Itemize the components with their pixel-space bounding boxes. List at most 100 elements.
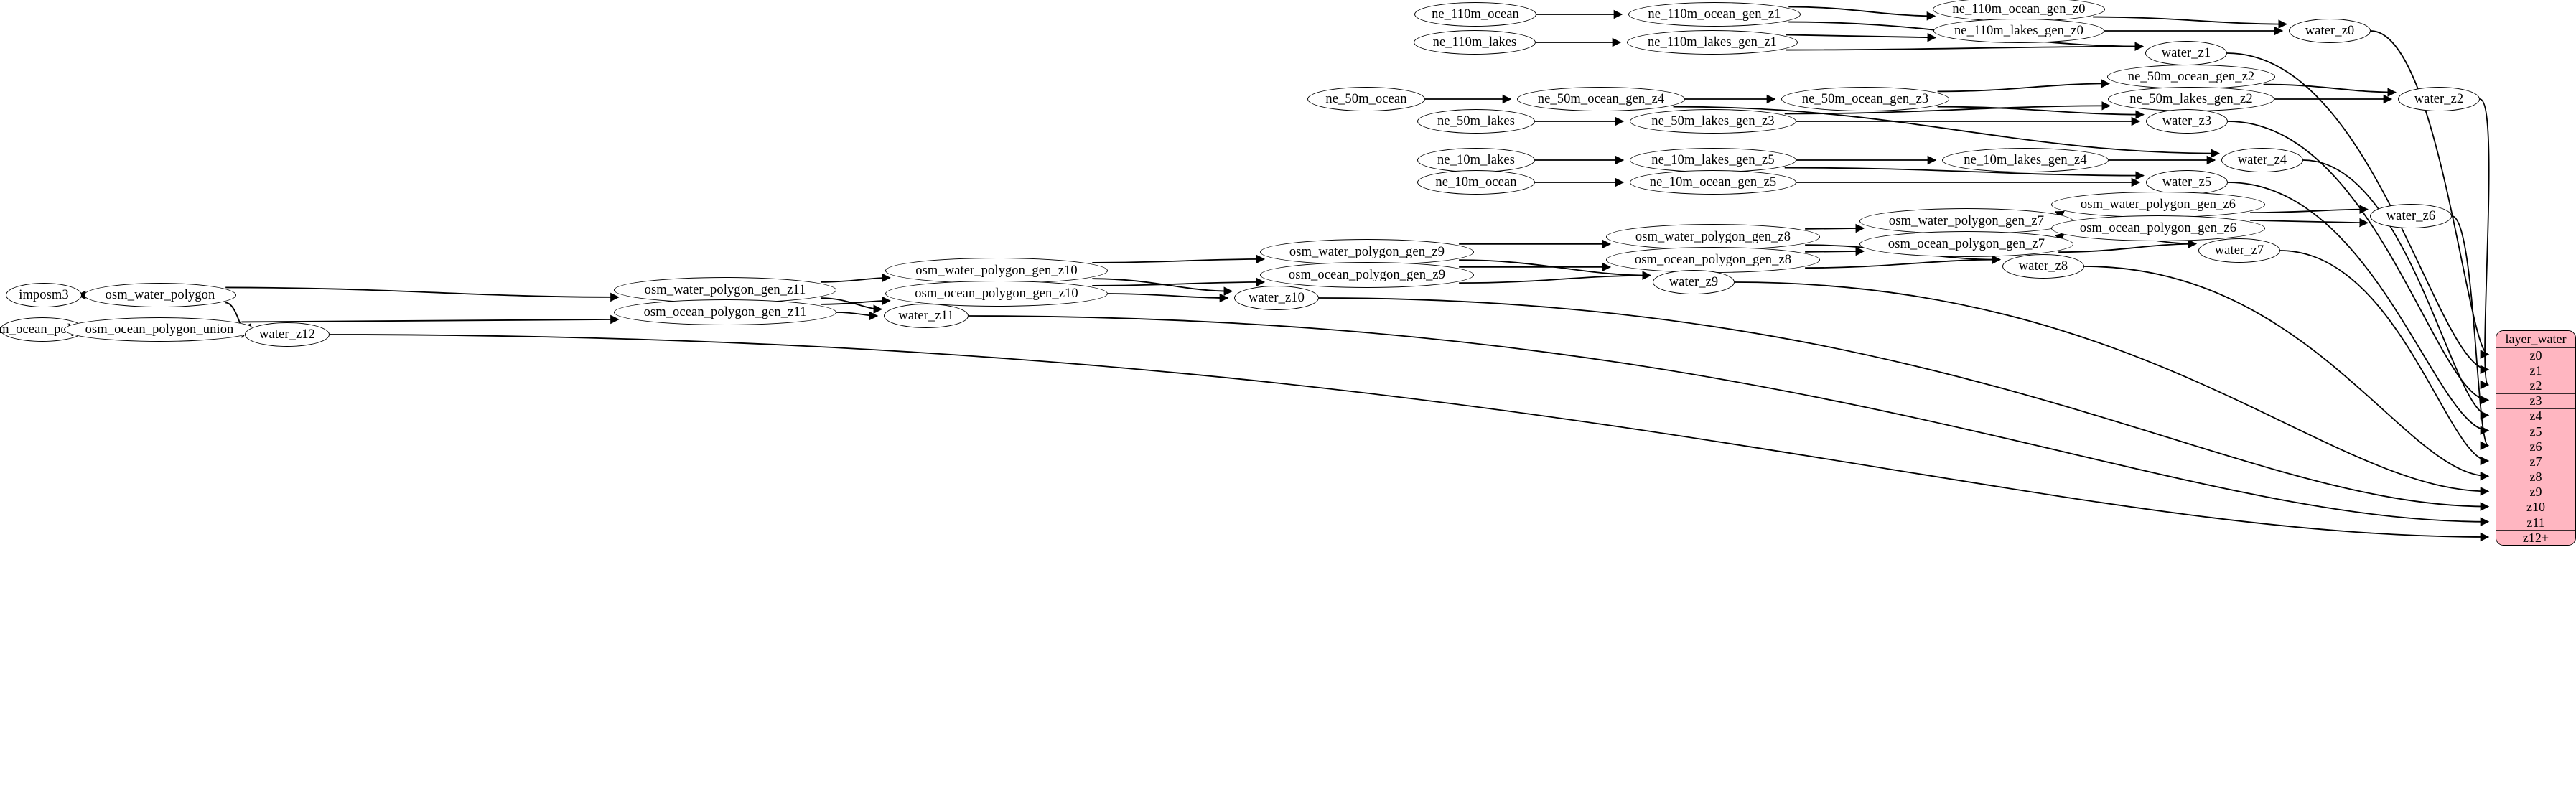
graph-node-osm_water_polygon_gen_z11[interactable]: osm_water_polygon_gen_z11 bbox=[614, 277, 836, 303]
graph-node-water_z0[interactable]: water_z0 bbox=[2289, 19, 2371, 43]
graph-node-osm_ocean_polygon_gen_z6[interactable]: osm_ocean_polygon_gen_z6 bbox=[2051, 215, 2265, 241]
graph-node-osm_ocean_polygon_gen_z10[interactable]: osm_ocean_polygon_gen_z10 bbox=[885, 281, 1108, 307]
layer-table-row-z7[interactable]: z7 bbox=[2496, 454, 2575, 470]
graph-node-ne_10m_ocean_gen_z5[interactable]: ne_10m_ocean_gen_z5 bbox=[1630, 170, 1796, 195]
graph-node-imposm3[interactable]: imposm3 bbox=[6, 283, 82, 307]
graph-node-ne_110m_lakes_gen_z0[interactable]: ne_110m_lakes_gen_z0 bbox=[1933, 19, 2104, 43]
graph-node-ne_110m_ocean[interactable]: ne_110m_ocean bbox=[1414, 2, 1536, 27]
graph-edge-ne_10m_lakes_gen_z5-to-water_z5 bbox=[1784, 167, 2145, 180]
layer-table-row-z2[interactable]: z2 bbox=[2496, 378, 2575, 393]
graph-node-water_z7[interactable]: water_z7 bbox=[2198, 238, 2280, 263]
graph-edge-osm_ocean_polygon_gen_z10-to-water_z10 bbox=[1107, 293, 1229, 303]
graph-edge-ne_50m_ocean_gen_z3-to-ne_50m_ocean_gen_z2 bbox=[1937, 79, 2110, 93]
graph-node-ne_10m_lakes_gen_z5[interactable]: ne_10m_lakes_gen_z5 bbox=[1630, 148, 1796, 172]
layer-table-row-z1[interactable]: z1 bbox=[2496, 363, 2575, 378]
graph-node-ne_10m_ocean[interactable]: ne_10m_ocean bbox=[1417, 170, 1535, 195]
graph-node-osm_water_polygon_gen_z10[interactable]: osm_water_polygon_gen_z10 bbox=[885, 258, 1108, 284]
graph-node-osm_ocean_polygon_gen_z8[interactable]: osm_ocean_polygon_gen_z8 bbox=[1606, 247, 1820, 273]
graph-node-water_z9[interactable]: water_z9 bbox=[1653, 270, 1735, 294]
graph-edge-ne_50m_ocean_gen_z4-to-water_z4 bbox=[1673, 106, 2220, 158]
graph-edge-osm_ocean_polygon_gen_z10-to-osm_ocean_polygon_gen_z9 bbox=[1092, 277, 1266, 287]
layer-table-row-z8[interactable]: z8 bbox=[2496, 469, 2575, 485]
graph-edge-water_z11-to-layer_water_z11 bbox=[968, 315, 2490, 527]
layer-table-row-z3[interactable]: z3 bbox=[2496, 393, 2575, 408]
layer-table-row-z0[interactable]: z0 bbox=[2496, 347, 2575, 363]
layer-table-row-z5[interactable]: z5 bbox=[2496, 423, 2575, 439]
layer-table-row-z10[interactable]: z10 bbox=[2496, 499, 2575, 515]
graph-node-water_z5[interactable]: water_z5 bbox=[2146, 170, 2228, 195]
graph-edge-water_z2-to-layer_water_z2 bbox=[2479, 98, 2490, 390]
graph-edge-ne_50m_ocean_gen_z3-to-water_z3 bbox=[1937, 106, 2145, 119]
graph-node-osm_ocean_polygon_gen_z9[interactable]: osm_ocean_polygon_gen_z9 bbox=[1260, 262, 1474, 288]
graph-edge-osm_ocean_polygon_gen_z7-to-osm_ocean_polygon_gen_z6 bbox=[2054, 233, 2065, 242]
layer-table-row-z9[interactable]: z9 bbox=[2496, 484, 2575, 500]
graph-node-ne_10m_lakes_gen_z4[interactable]: ne_10m_lakes_gen_z4 bbox=[1942, 148, 2109, 172]
graph-edge-osm_ocean_polygon_gen_z8-to-water_z8 bbox=[1805, 255, 2001, 269]
graph-edge-osm_ocean_polygon_gen_z11-to-osm_ocean_polygon_gen_z10 bbox=[821, 296, 891, 306]
graph-node-osm_ocean_polygon_gen_z11[interactable]: osm_ocean_polygon_gen_z11 bbox=[614, 299, 836, 325]
graph-edge-water_z8-to-layer_water_z8 bbox=[2083, 266, 2490, 481]
graph-node-osm_water_polygon_gen_z9[interactable]: osm_water_polygon_gen_z9 bbox=[1260, 239, 1474, 265]
graph-node-water_z8[interactable]: water_z8 bbox=[2002, 254, 2084, 279]
graph-node-ne_110m_lakes_gen_z1[interactable]: ne_110m_lakes_gen_z1 bbox=[1627, 30, 1798, 55]
graph-edge-ne_50m_lakes_gen_z3-to-ne_50m_lakes_gen_z2 bbox=[1784, 101, 2111, 115]
layer-table-header: layer_water bbox=[2496, 331, 2575, 347]
graph-node-ne_50m_lakes[interactable]: ne_50m_lakes bbox=[1417, 109, 1535, 134]
graph-node-water_z2[interactable]: water_z2 bbox=[2398, 87, 2480, 111]
graph-node-ne_50m_ocean_gen_z3[interactable]: ne_50m_ocean_gen_z3 bbox=[1781, 87, 1949, 111]
graph-edge-ne_110m_lakes_gen_z1-to-ne_110m_lakes_gen_z0 bbox=[1786, 32, 1937, 42]
graph-edge-ne_110m_lakes_gen_z1-to-water_z1 bbox=[1786, 42, 2144, 51]
graph-edge-water_z9-to-layer_water_z9 bbox=[1734, 281, 2490, 496]
graph-edge-osm_water_polygon-to-osm_water_polygon_gen_z11 bbox=[225, 286, 620, 302]
graph-node-ne_50m_ocean_gen_z2[interactable]: ne_50m_ocean_gen_z2 bbox=[2107, 65, 2275, 89]
graph-node-osm_water_polygon_gen_z6[interactable]: osm_water_polygon_gen_z6 bbox=[2051, 192, 2265, 218]
graph-edge-osm_water_polygon_gen_z7-to-osm_water_polygon_gen_z6 bbox=[2054, 210, 2065, 220]
graph-node-water_z3[interactable]: water_z3 bbox=[2146, 109, 2228, 134]
graph-node-water_z6[interactable]: water_z6 bbox=[2370, 204, 2452, 228]
graph-node-osm_ocean_polygon_gen_z7[interactable]: osm_ocean_polygon_gen_z7 bbox=[1859, 231, 2073, 257]
graph-edge-osm_ocean_polygon_gen_z7-to-water_z7 bbox=[2058, 239, 2197, 253]
graph-edge-osm_water_polygon_gen_z6-to-water_z6 bbox=[2250, 205, 2369, 214]
graph-node-ne_110m_lakes[interactable]: ne_110m_lakes bbox=[1414, 30, 1536, 55]
graph-node-ne_50m_lakes_gen_z2[interactable]: ne_50m_lakes_gen_z2 bbox=[2108, 87, 2274, 111]
graph-edge-water_z3-to-layer_water_z3 bbox=[2227, 121, 2490, 405]
graph-edge-water_z12-to-layer_water_z12plus bbox=[329, 334, 2490, 542]
graph-node-ne_50m_ocean[interactable]: ne_50m_ocean bbox=[1307, 87, 1425, 111]
graph-node-water_z11[interactable]: water_z11 bbox=[884, 304, 969, 328]
graph-node-ne_110m_ocean_gen_z1[interactable]: ne_110m_ocean_gen_z1 bbox=[1628, 2, 1801, 27]
layer-table-row-z4[interactable]: z4 bbox=[2496, 408, 2575, 424]
graph-edge-osm_ocean_polygon_gen_z6-to-water_z6 bbox=[2250, 218, 2369, 228]
layer-table-row-z12plus[interactable]: z12+ bbox=[2496, 530, 2575, 546]
graph-node-water_z1[interactable]: water_z1 bbox=[2145, 41, 2227, 65]
graph-edge-water_z7-to-layer_water_z7 bbox=[2279, 250, 2490, 466]
graph-edge-water_z4-to-layer_water_z4 bbox=[2302, 159, 2490, 420]
graph-edge-osm_ocean_polygon_gen_z11-to-water_z11 bbox=[836, 311, 879, 321]
graph-node-osm_water_polygon_gen_z7[interactable]: osm_water_polygon_gen_z7 bbox=[1859, 208, 2073, 234]
graph-node-water_z12[interactable]: water_z12 bbox=[245, 322, 330, 347]
graph-edge-osm_ocean_polygon_gen_z9-to-water_z9 bbox=[1459, 271, 1651, 284]
graph-edge-ne_110m_ocean_gen_z1-to-ne_110m_ocean_gen_z0 bbox=[1788, 6, 1936, 21]
graph-edge-osm_water_polygon_gen_z10-to-osm_water_polygon_gen_z9 bbox=[1092, 254, 1266, 264]
graph-edge-water_z5-to-layer_water_z5 bbox=[2227, 182, 2490, 435]
graph-edge-ne_110m_ocean_gen_z0-to-water_z0 bbox=[2093, 16, 2287, 29]
graph-node-water_z4[interactable]: water_z4 bbox=[2221, 148, 2303, 172]
graph-node-osm_ocean_polygon_union[interactable]: osm_ocean_polygon_union bbox=[64, 317, 255, 342]
graph-edge-osm_water_polygon_gen_z8-to-osm_water_polygon_gen_z7 bbox=[1805, 223, 1865, 233]
layer-table-row-z6[interactable]: z6 bbox=[2496, 439, 2575, 454]
graph-node-water_z10[interactable]: water_z10 bbox=[1234, 286, 1319, 310]
graph-node-ne_110m_ocean_gen_z0[interactable]: ne_110m_ocean_gen_z0 bbox=[1933, 0, 2105, 22]
graph-node-ne_50m_lakes_gen_z3[interactable]: ne_50m_lakes_gen_z3 bbox=[1630, 109, 1796, 134]
graph-edge-osm_water_polygon_gen_z11-to-osm_water_polygon_gen_z10 bbox=[821, 273, 891, 283]
layer-table-row-z11[interactable]: z11 bbox=[2496, 515, 2575, 531]
graph-node-osm_water_polygon[interactable]: osm_water_polygon bbox=[84, 283, 236, 307]
graph-node-osm_water_polygon_gen_z8[interactable]: osm_water_polygon_gen_z8 bbox=[1606, 224, 1820, 250]
graph-node-ne_10m_lakes[interactable]: ne_10m_lakes bbox=[1417, 148, 1535, 172]
graph-edge-water_z6-to-layer_water_z6 bbox=[2451, 215, 2490, 450]
graph-edge-osm_water_polygon_gen_z11-to-water_z11 bbox=[821, 297, 883, 314]
graph-node-ne_50m_ocean_gen_z4[interactable]: ne_50m_ocean_gen_z4 bbox=[1517, 87, 1685, 111]
graph-edge-osm_ocean_polygon_union-to-osm_ocean_polygon_gen_z11 bbox=[241, 314, 620, 325]
graph-edge-osm_ocean_polygon_gen_z8-to-osm_ocean_polygon_gen_z7 bbox=[1805, 246, 1865, 256]
